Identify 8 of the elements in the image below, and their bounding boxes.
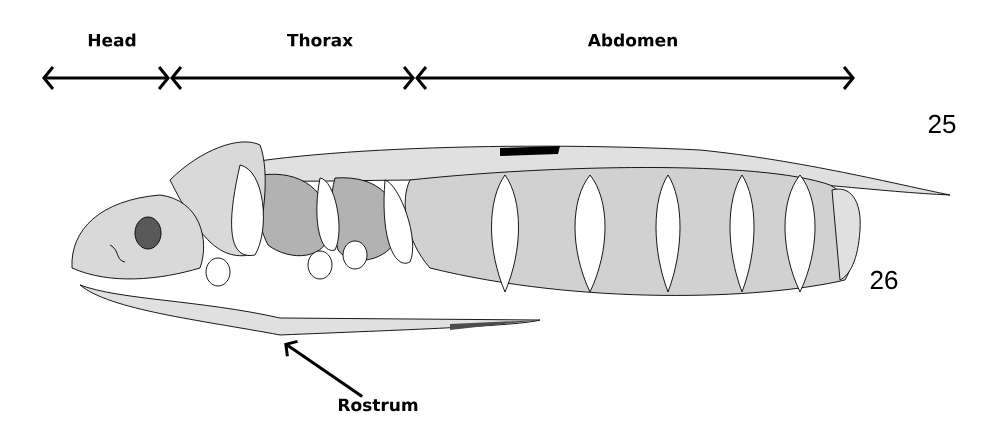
figure-number: 25 (928, 114, 956, 134)
region-label: Abdomen (587, 33, 677, 47)
part-label: Rostrum (338, 398, 418, 412)
region-label: Thorax (287, 33, 353, 47)
region-label: Head (88, 33, 136, 47)
figure-number: 26 (870, 270, 898, 290)
rostrum-drawing (79, 284, 541, 336)
leader-line (284, 339, 364, 398)
